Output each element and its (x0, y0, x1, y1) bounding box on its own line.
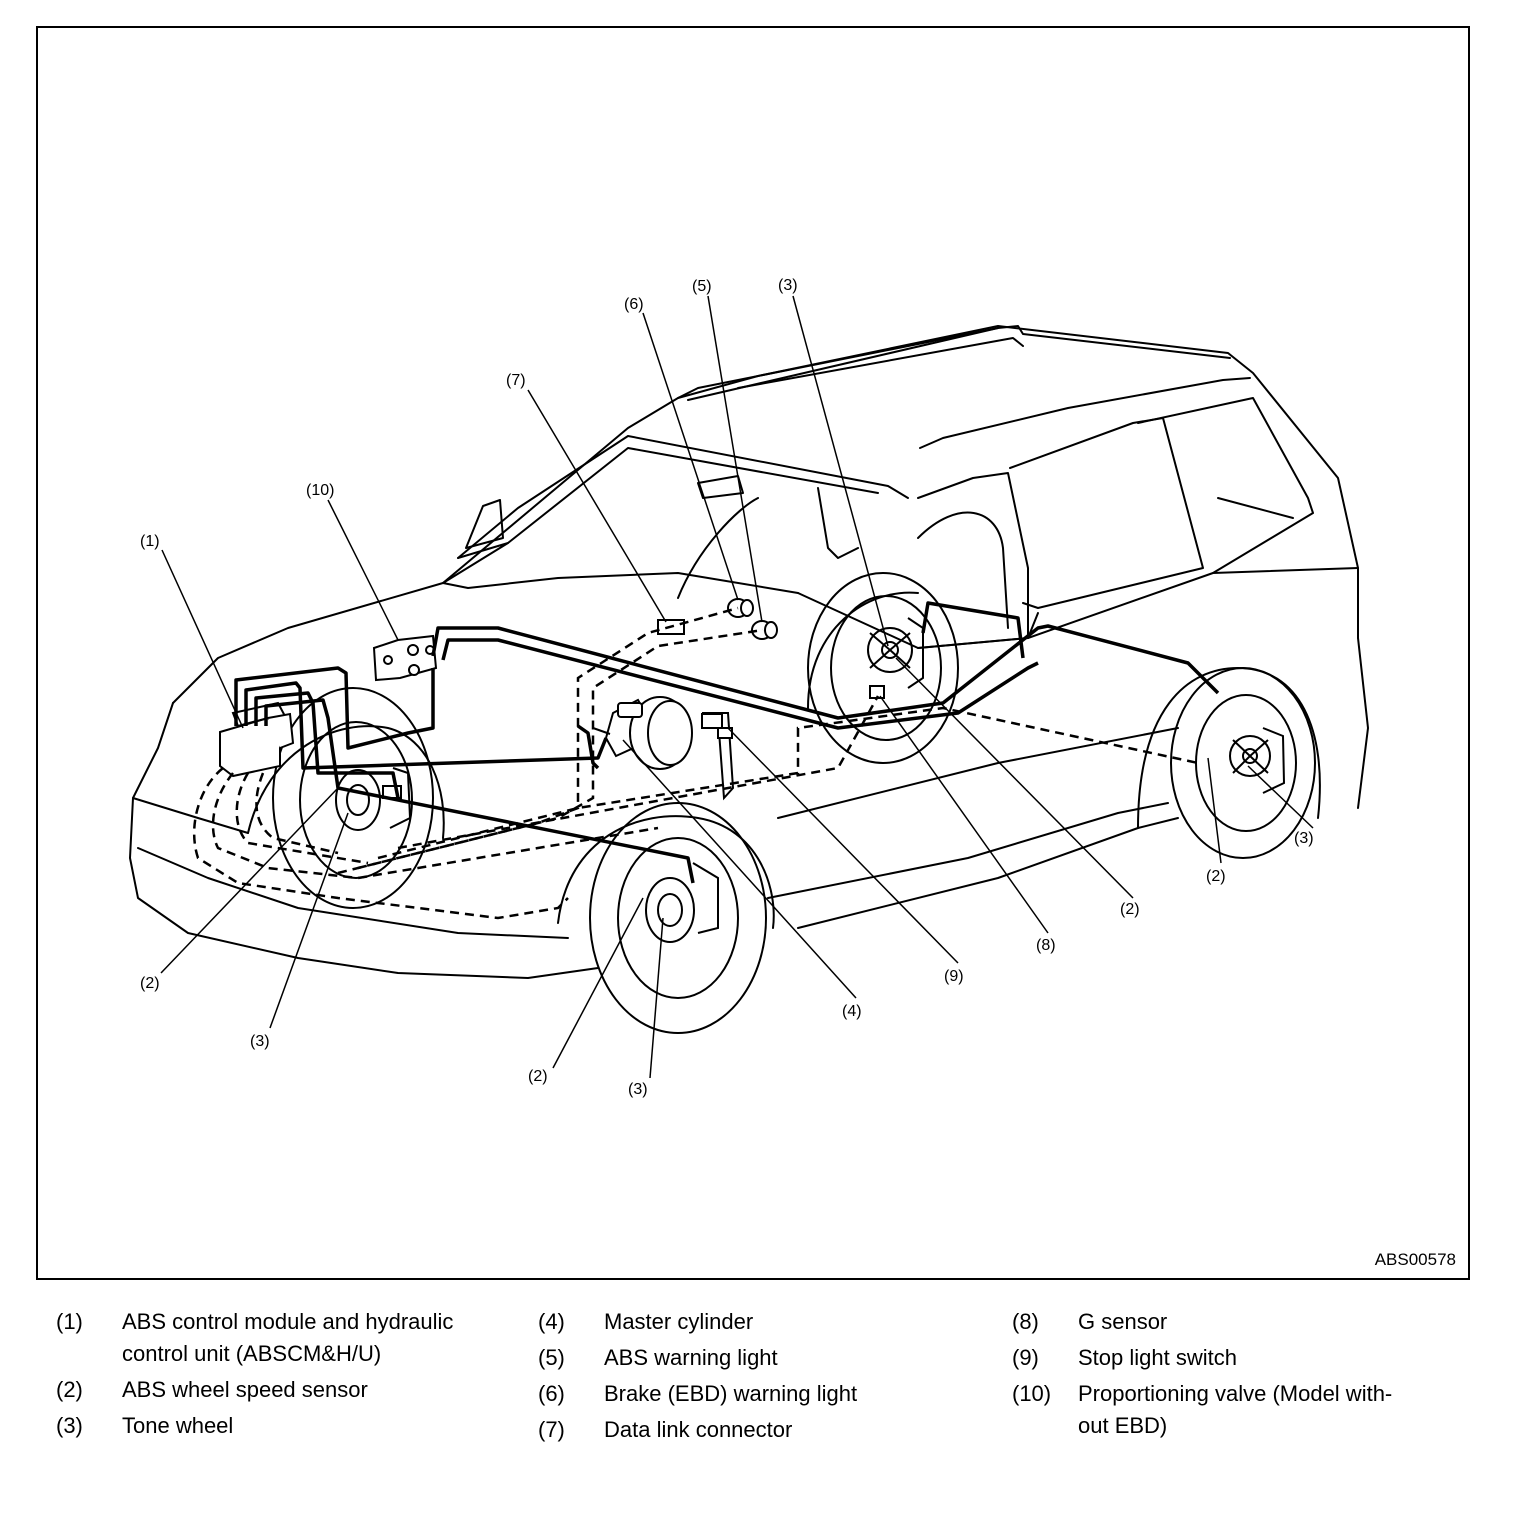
legend-item-text: Tone wheel (122, 1413, 234, 1438)
proportioning-valve (372, 634, 438, 682)
callout-10: (10) (306, 482, 334, 499)
legend-item-number: (9) (1012, 1345, 1039, 1370)
legend-item-text: G sensor (1078, 1309, 1168, 1334)
legend-item-text: ABS wheel speed sensor (122, 1377, 368, 1402)
legend-item: (6) Brake (EBD) warning light (538, 1378, 978, 1410)
callout-2-rear-right: (2) (1206, 868, 1226, 885)
warning-light-brake (727, 598, 754, 618)
legend-item-text: ABS control module and hydraulic (122, 1309, 454, 1334)
legend-item-number: (8) (1012, 1309, 1039, 1334)
front-left-wheel (272, 687, 434, 909)
legend-item: (8) G sensor (1012, 1306, 1512, 1338)
legend-item-text: out EBD) (1078, 1413, 1168, 1438)
callout-3-front-left: (3) (250, 1033, 270, 1050)
callout-4: (4) (842, 1003, 862, 1020)
front-center-wheel (589, 802, 767, 1034)
callout-2-front-left: (2) (140, 975, 160, 992)
legend-column-2: (4) Master cylinder (5) ABS warning light (6… (538, 1306, 978, 1450)
callout-5: (5) (692, 278, 712, 295)
legend: (1) ABS control module and hydraulic contr… (0, 1306, 1536, 1466)
legend-item-text: control unit (ABSCM&H/U) (122, 1341, 382, 1366)
legend-item-number: (4) (538, 1309, 565, 1334)
legend-item-text: Proportioning valve (Model with- (1078, 1381, 1393, 1406)
callout-7: (7) (506, 372, 526, 389)
legend-item-number: (3) (56, 1413, 83, 1438)
legend-item-number: (10) (1012, 1381, 1052, 1406)
abs-system-diagram: (1) (10) (7) (6) (5) (3) (2) (3) (2) (3)… (129, 277, 1369, 1098)
warning-light-abs (751, 620, 778, 640)
legend-item-text: Brake (EBD) warning light (604, 1381, 858, 1406)
legend-item-number: (1) (56, 1309, 83, 1334)
legend-item-number: (5) (538, 1345, 565, 1370)
callout-2-front-center: (2) (528, 1068, 548, 1085)
legend-item: (2) ABS wheel speed sensor (56, 1374, 516, 1406)
rear-center-wheel (807, 572, 959, 764)
callout-6: (6) (624, 296, 644, 313)
master-cylinder (592, 696, 693, 770)
callout-labels: (1) (10) (7) (6) (5) (3) (2) (3) (2) (3)… (140, 277, 1314, 1098)
legend-column-3: (8) G sensor (9) Stop light switch (10) Propo… (1012, 1306, 1512, 1446)
legend-item-number: (7) (538, 1417, 565, 1442)
legend-item-text: Master cylinder (604, 1309, 754, 1334)
figure-frame: (1) (10) (7) (6) (5) (3) (2) (3) (2) (3)… (36, 26, 1470, 1280)
legend-item: (1) ABS control module and hydraulic contr… (56, 1306, 516, 1370)
legend-item: (9) Stop light switch (1012, 1342, 1512, 1374)
brake-lines (234, 601, 1220, 884)
callout-1: (1) (140, 533, 160, 550)
callout-leaders (160, 295, 1314, 1079)
legend-item: (3) Tone wheel (56, 1410, 516, 1442)
callout-2-rear-center: (2) (1120, 901, 1140, 918)
legend-item-number: (6) (538, 1381, 565, 1406)
legend-item: (7) Data link connector (538, 1414, 978, 1446)
legend-item: (5) ABS warning light (538, 1342, 978, 1374)
callout-3-front-center: (3) (628, 1081, 648, 1098)
abs-control-module (219, 701, 295, 778)
legend-item-text: ABS warning light (604, 1345, 778, 1370)
legend-column-1: (1) ABS control module and hydraulic contr… (56, 1306, 516, 1446)
callout-3-top: (3) (778, 277, 798, 294)
wiring-harness (192, 606, 1199, 920)
legend-item: (10) Proportioning valve (Model with-out … (1012, 1378, 1512, 1442)
callout-3-rear-right: (3) (1294, 830, 1314, 847)
callout-9: (9) (944, 968, 964, 985)
figure-code: ABS00578 (1374, 1250, 1456, 1269)
legend-item-number: (2) (56, 1377, 83, 1402)
legend-item: (4) Master cylinder (538, 1306, 978, 1338)
legend-item-text: Stop light switch (1078, 1345, 1237, 1370)
rear-right-wheel (1170, 667, 1316, 859)
legend-item-text: Data link connector (604, 1417, 793, 1442)
callout-8: (8) (1036, 937, 1056, 954)
